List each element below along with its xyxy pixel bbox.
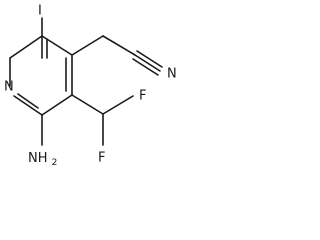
- iodine-label: I: [38, 4, 42, 19]
- bond-c3-c2: [41, 94, 73, 116]
- amino-subscript: 2: [52, 158, 58, 168]
- fluorine-bottom-label: F: [98, 151, 105, 166]
- bond-c6-c5-outer: [9, 35, 43, 59]
- structure-drawing: I N N F F NH 2: [4, 4, 177, 168]
- nitrile-nitrogen-label: N: [167, 67, 177, 82]
- bond-cf2-f-top: [102, 95, 134, 115]
- amino-label: NH 2: [28, 151, 57, 168]
- amino-main-text: NH: [28, 151, 48, 166]
- chemical-structure-canvas: I N N F F NH 2: [0, 0, 190, 180]
- bond-c2-n1-inner: [17, 93, 39, 109]
- triple-bond-1: [134, 54, 161, 72]
- fluorine-top-label: F: [139, 89, 146, 104]
- bond-c4-ch2: [71, 35, 104, 56]
- triple-bond-2: [132, 58, 159, 76]
- bond-ch2-cn: [102, 35, 136, 56]
- bond-c3-cf2: [71, 94, 104, 115]
- bond-c2-n1: [13, 95, 43, 116]
- bond-c5-c4: [41, 35, 73, 56]
- triple-bond-3: [136, 50, 163, 68]
- ring-nitrogen-label: N: [4, 80, 14, 95]
